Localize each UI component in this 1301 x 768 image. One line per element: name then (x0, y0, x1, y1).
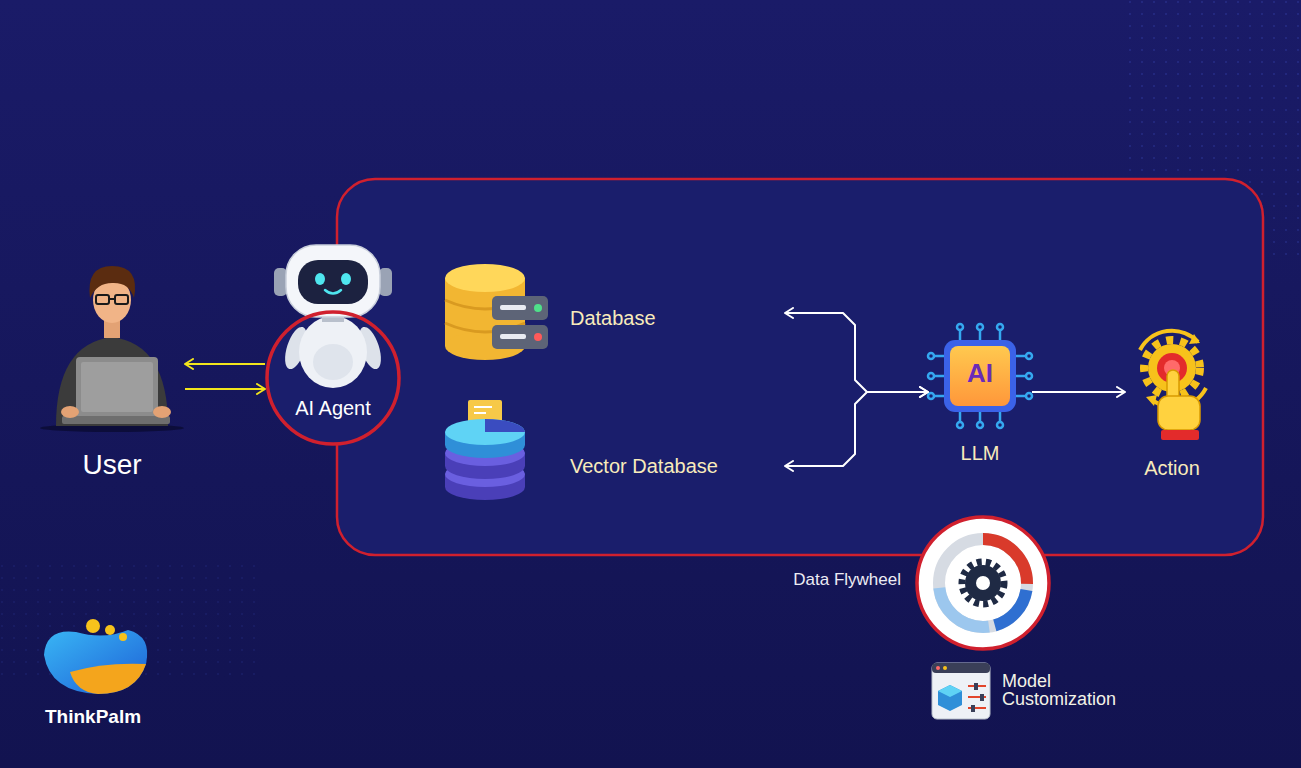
circle-outline (267, 312, 399, 444)
flywheel-circle: Data Flywheel (915, 515, 1051, 651)
database-store: Database (440, 262, 785, 362)
llm-chip: LLM (928, 325, 1032, 467)
node-label: LLM (961, 441, 1000, 465)
circle-outline (265, 310, 401, 446)
node-label: User (82, 448, 141, 482)
llm-chip-icon (928, 324, 1032, 428)
connector-arrow (1032, 391, 1125, 393)
user-illustration (40, 266, 184, 432)
brand-name: ThinkPalm (45, 706, 141, 729)
node-label: Vector Database (570, 454, 718, 478)
agent-circle: AI Agent (265, 310, 401, 446)
connector-arrow (185, 388, 265, 390)
node-label: Action (1144, 456, 1200, 480)
circle-outline (915, 515, 1051, 651)
model-customization-icon (932, 663, 990, 719)
connector-arrow (785, 313, 928, 392)
node-label: Model Customization (1002, 672, 1137, 708)
action-icon (1140, 331, 1206, 440)
customization-item: Model Customization (930, 662, 1145, 722)
node-label: Database (570, 306, 656, 330)
robot-illustration (266, 245, 400, 445)
database-icon (445, 264, 548, 360)
system-boundary (337, 179, 1263, 555)
data-flywheel-icon (917, 517, 1049, 649)
vector-database-icon (445, 400, 525, 500)
logo-mark (44, 619, 147, 694)
node-label: AI Agent (295, 396, 371, 420)
connector-arrow (785, 392, 928, 466)
connector-arrow (185, 363, 265, 365)
vector-store: Vector Database (440, 408, 785, 508)
circle-outline (917, 517, 1049, 649)
node-label: Data Flywheel (793, 570, 901, 590)
user-figure: User (40, 262, 185, 487)
chip-text: AI (967, 358, 993, 389)
action-step: Action (1125, 328, 1220, 482)
